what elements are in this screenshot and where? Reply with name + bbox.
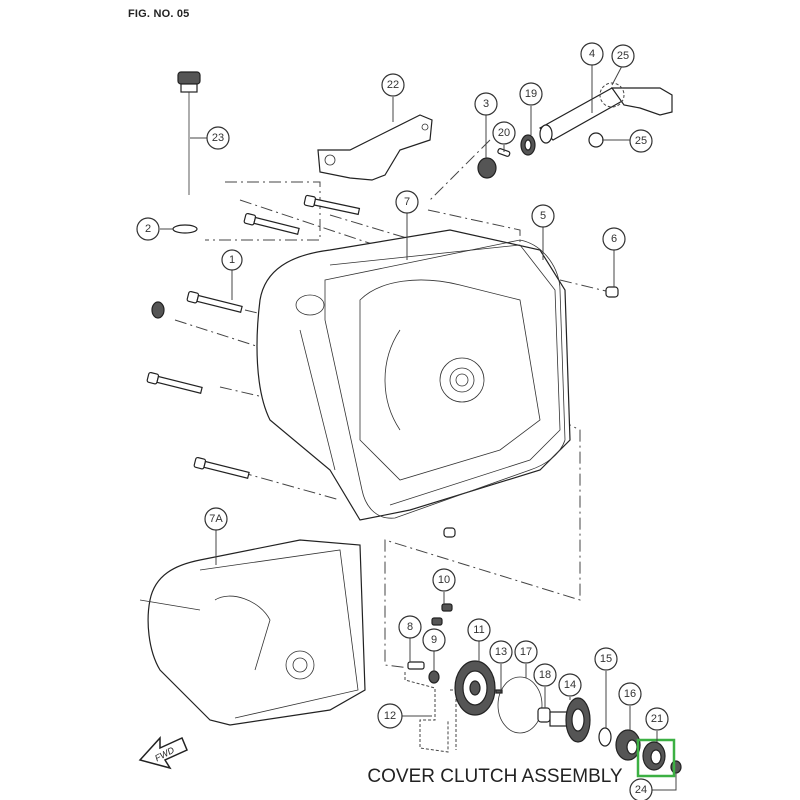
part-11-pulley: [454, 660, 496, 716]
svg-text:4: 4: [589, 48, 595, 60]
part-20-pin: [497, 148, 511, 157]
part-14-flange: [549, 697, 591, 743]
svg-text:23: 23: [212, 132, 224, 144]
bolts: [146, 194, 361, 479]
svg-text:13: 13: [495, 646, 507, 658]
callout-6[interactable]: 6: [602, 227, 626, 251]
callout-12[interactable]: 12: [377, 703, 403, 729]
callout-10[interactable]: 10: [432, 568, 456, 592]
svg-text:20: 20: [498, 127, 510, 139]
svg-text:7: 7: [404, 196, 410, 208]
svg-text:25: 25: [617, 50, 629, 62]
callout-8[interactable]: 8: [398, 615, 422, 639]
callout-17[interactable]: 17: [514, 640, 538, 664]
callout-21[interactable]: 21: [645, 707, 669, 731]
svg-text:11: 11: [473, 624, 484, 636]
svg-text:14: 14: [564, 679, 576, 691]
svg-text:25: 25: [635, 135, 647, 147]
callout-2[interactable]: 2: [136, 217, 160, 241]
part-23-dipstick: [177, 71, 201, 195]
callout-15[interactable]: 15: [594, 647, 618, 671]
part-10-screw-lower: [431, 617, 443, 626]
part-7a-clutch-cover-alt: [139, 539, 366, 726]
part-10-screw-upper: [441, 603, 453, 612]
callout-14[interactable]: 14: [558, 673, 582, 697]
fwd-arrow-icon: FWD: [138, 736, 188, 770]
part-15-washer: [598, 727, 612, 747]
svg-text:2: 2: [145, 223, 151, 235]
callout-24[interactable]: 24: [629, 778, 653, 800]
part-8-bolt: [407, 661, 425, 670]
callout-19[interactable]: 19: [519, 82, 543, 106]
part-6-dowel: [605, 286, 619, 298]
callout-18[interactable]: 18: [533, 663, 557, 687]
svg-text:18: 18: [539, 669, 551, 681]
part-9-washer: [428, 670, 440, 684]
svg-text:7A: 7A: [209, 513, 223, 525]
part-5-gasket: [324, 239, 566, 519]
callout-20[interactable]: 20: [492, 121, 516, 145]
part-18-collar: [537, 707, 551, 723]
callout-7[interactable]: 7: [395, 190, 419, 214]
svg-text:5: 5: [540, 210, 546, 222]
svg-text:10: 10: [438, 574, 450, 586]
callout-9[interactable]: 9: [422, 628, 446, 652]
part-seal-small: [151, 301, 165, 319]
callout-5[interactable]: 5: [531, 204, 555, 228]
part-22-bracket: [317, 114, 433, 181]
part-16-gear: [615, 729, 641, 761]
callout-22[interactable]: 22: [381, 73, 405, 97]
svg-text:19: 19: [525, 88, 537, 100]
highlight-box-part-21[interactable]: [636, 738, 676, 778]
svg-text:6: 6: [611, 233, 617, 245]
callout-25-lower[interactable]: 25: [629, 129, 653, 153]
part-3-spring: [477, 157, 497, 179]
svg-text:17: 17: [520, 646, 532, 658]
svg-text:3: 3: [483, 98, 489, 110]
svg-text:21: 21: [651, 713, 663, 725]
callout-leaders: [160, 65, 677, 791]
part-13-pin: [495, 689, 503, 694]
svg-text:12: 12: [384, 710, 396, 722]
svg-text:15: 15: [600, 653, 612, 665]
part-2-o-ring: [172, 224, 198, 234]
dowel-lower: [443, 527, 456, 538]
svg-text:8: 8: [407, 621, 413, 633]
part-17-gasket-ring: [497, 676, 543, 734]
callout-4[interactable]: 4: [580, 42, 604, 66]
svg-text:22: 22: [387, 79, 399, 91]
callout-23[interactable]: 23: [206, 126, 230, 150]
callout-16[interactable]: 16: [618, 682, 642, 706]
figure-number: FIG. NO. 05: [128, 8, 190, 20]
part-7-clutch-cover: [256, 229, 571, 521]
callout-3[interactable]: 3: [474, 92, 498, 116]
callout-7a[interactable]: 7A: [204, 507, 228, 531]
svg-text:24: 24: [635, 784, 647, 796]
part-21-gear: [642, 741, 666, 771]
part-25-bushing: [588, 132, 604, 148]
callout-1[interactable]: 1: [221, 249, 243, 271]
callout-11[interactable]: 11: [467, 618, 491, 642]
callout-25-upper[interactable]: 25: [611, 44, 635, 68]
figure-caption: COVER CLUTCH ASSEMBLY: [367, 766, 623, 787]
svg-text:1: 1: [229, 254, 235, 266]
callout-13[interactable]: 13: [489, 640, 513, 664]
part-4-shaft: [538, 82, 673, 144]
svg-text:16: 16: [624, 688, 636, 700]
svg-text:9: 9: [431, 634, 437, 646]
